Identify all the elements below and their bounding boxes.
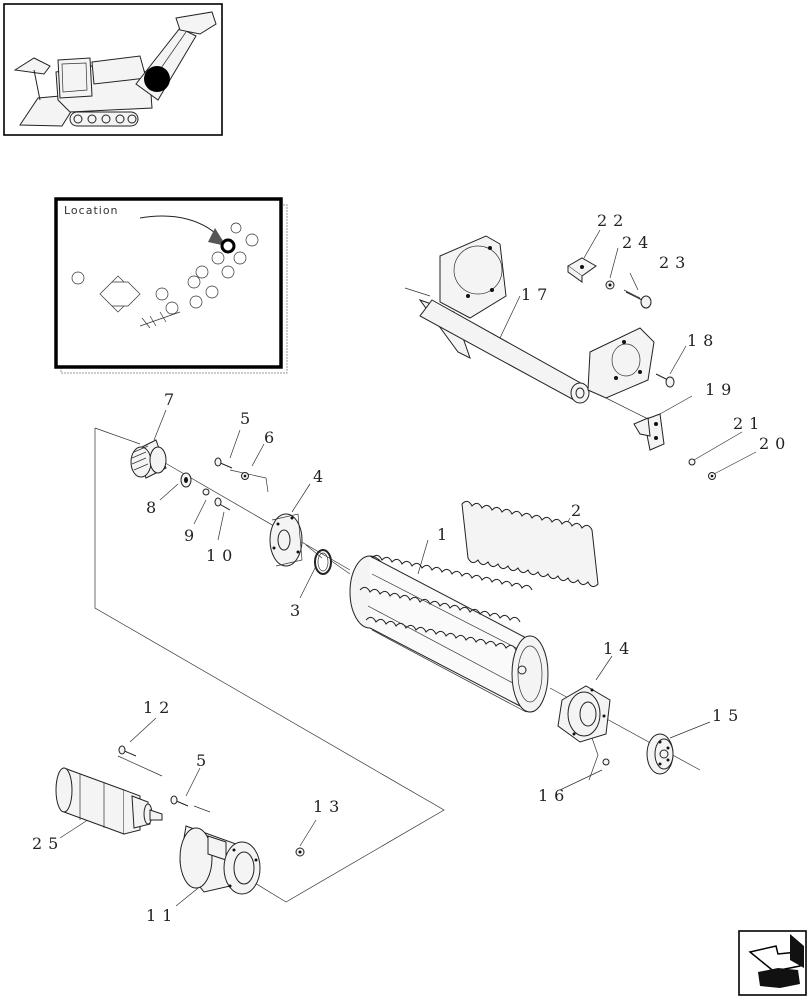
part-18-bolt [655, 373, 675, 388]
callout-10: 10 [206, 546, 238, 565]
callout-labels: 1 2 3 4 5 5 6 7 8 9 10 11 12 13 14 15 16… [32, 211, 791, 925]
part-2-serrated-strip [461, 500, 599, 588]
callout-22: 22 [597, 211, 629, 230]
part-10-bolt [214, 497, 231, 511]
callout-8: 8 [146, 498, 162, 517]
previous-page-arrow-icon[interactable] [738, 930, 807, 996]
part-23-bolt [623, 289, 652, 309]
part-25-hydraulic-motor [55, 767, 163, 835]
part-5-bolt-lower [170, 795, 189, 807]
part-12-bolt [118, 745, 137, 757]
location-marker-icon [220, 238, 236, 254]
callout-13: 13 [313, 797, 345, 816]
part-17-arm-assembly [418, 235, 655, 404]
part-5-bolt-upper [214, 457, 233, 469]
part-19-bracket [633, 413, 665, 451]
part-16-fitting [602, 758, 610, 766]
part-22-pad [567, 257, 597, 283]
callout-19: 19 [705, 380, 737, 399]
callout-7: 7 [164, 390, 180, 409]
callout-12: 12 [143, 698, 175, 717]
part-21-nut [688, 458, 696, 466]
callout-1: 1 [437, 525, 453, 544]
callout-18: 18 [687, 331, 719, 350]
callout-3: 3 [290, 601, 306, 620]
machine-thumbnail [3, 3, 223, 136]
part-13-nut [295, 847, 305, 857]
part-11-motor-housing [179, 825, 261, 895]
callout-5-lower: 5 [196, 751, 212, 770]
callout-6: 6 [264, 428, 280, 447]
part-9-nut [202, 488, 210, 496]
callout-17: 17 [521, 285, 553, 304]
part-14-bearing-housing [557, 685, 611, 743]
part-15-bearing [646, 733, 674, 775]
callout-14: 14 [603, 639, 635, 658]
callout-21: 21 [733, 414, 765, 433]
part-8-washer [180, 472, 192, 488]
part-1-drum [349, 554, 549, 713]
location-title: Location [64, 204, 119, 217]
harvester-thumbnail-icon [13, 11, 217, 127]
part-4-flange [269, 513, 303, 567]
part-20-nut [708, 472, 716, 480]
callout-9: 9 [184, 526, 200, 545]
callout-25: 25 [32, 834, 64, 853]
callout-2: 2 [571, 501, 587, 520]
callout-24: 24 [622, 233, 654, 252]
location-inset: Location [54, 197, 288, 374]
callout-4: 4 [313, 467, 329, 486]
callout-20: 20 [759, 434, 791, 453]
part-24-washer [605, 280, 615, 290]
part-3-ring [314, 549, 332, 575]
callout-15: 15 [712, 706, 744, 725]
part-6-nut [241, 472, 249, 480]
callout-11: 11 [146, 906, 178, 925]
callout-16: 16 [538, 786, 570, 805]
part-7-sprocket [130, 439, 167, 479]
callout-23: 23 [659, 253, 691, 272]
callout-5-upper: 5 [240, 409, 256, 428]
